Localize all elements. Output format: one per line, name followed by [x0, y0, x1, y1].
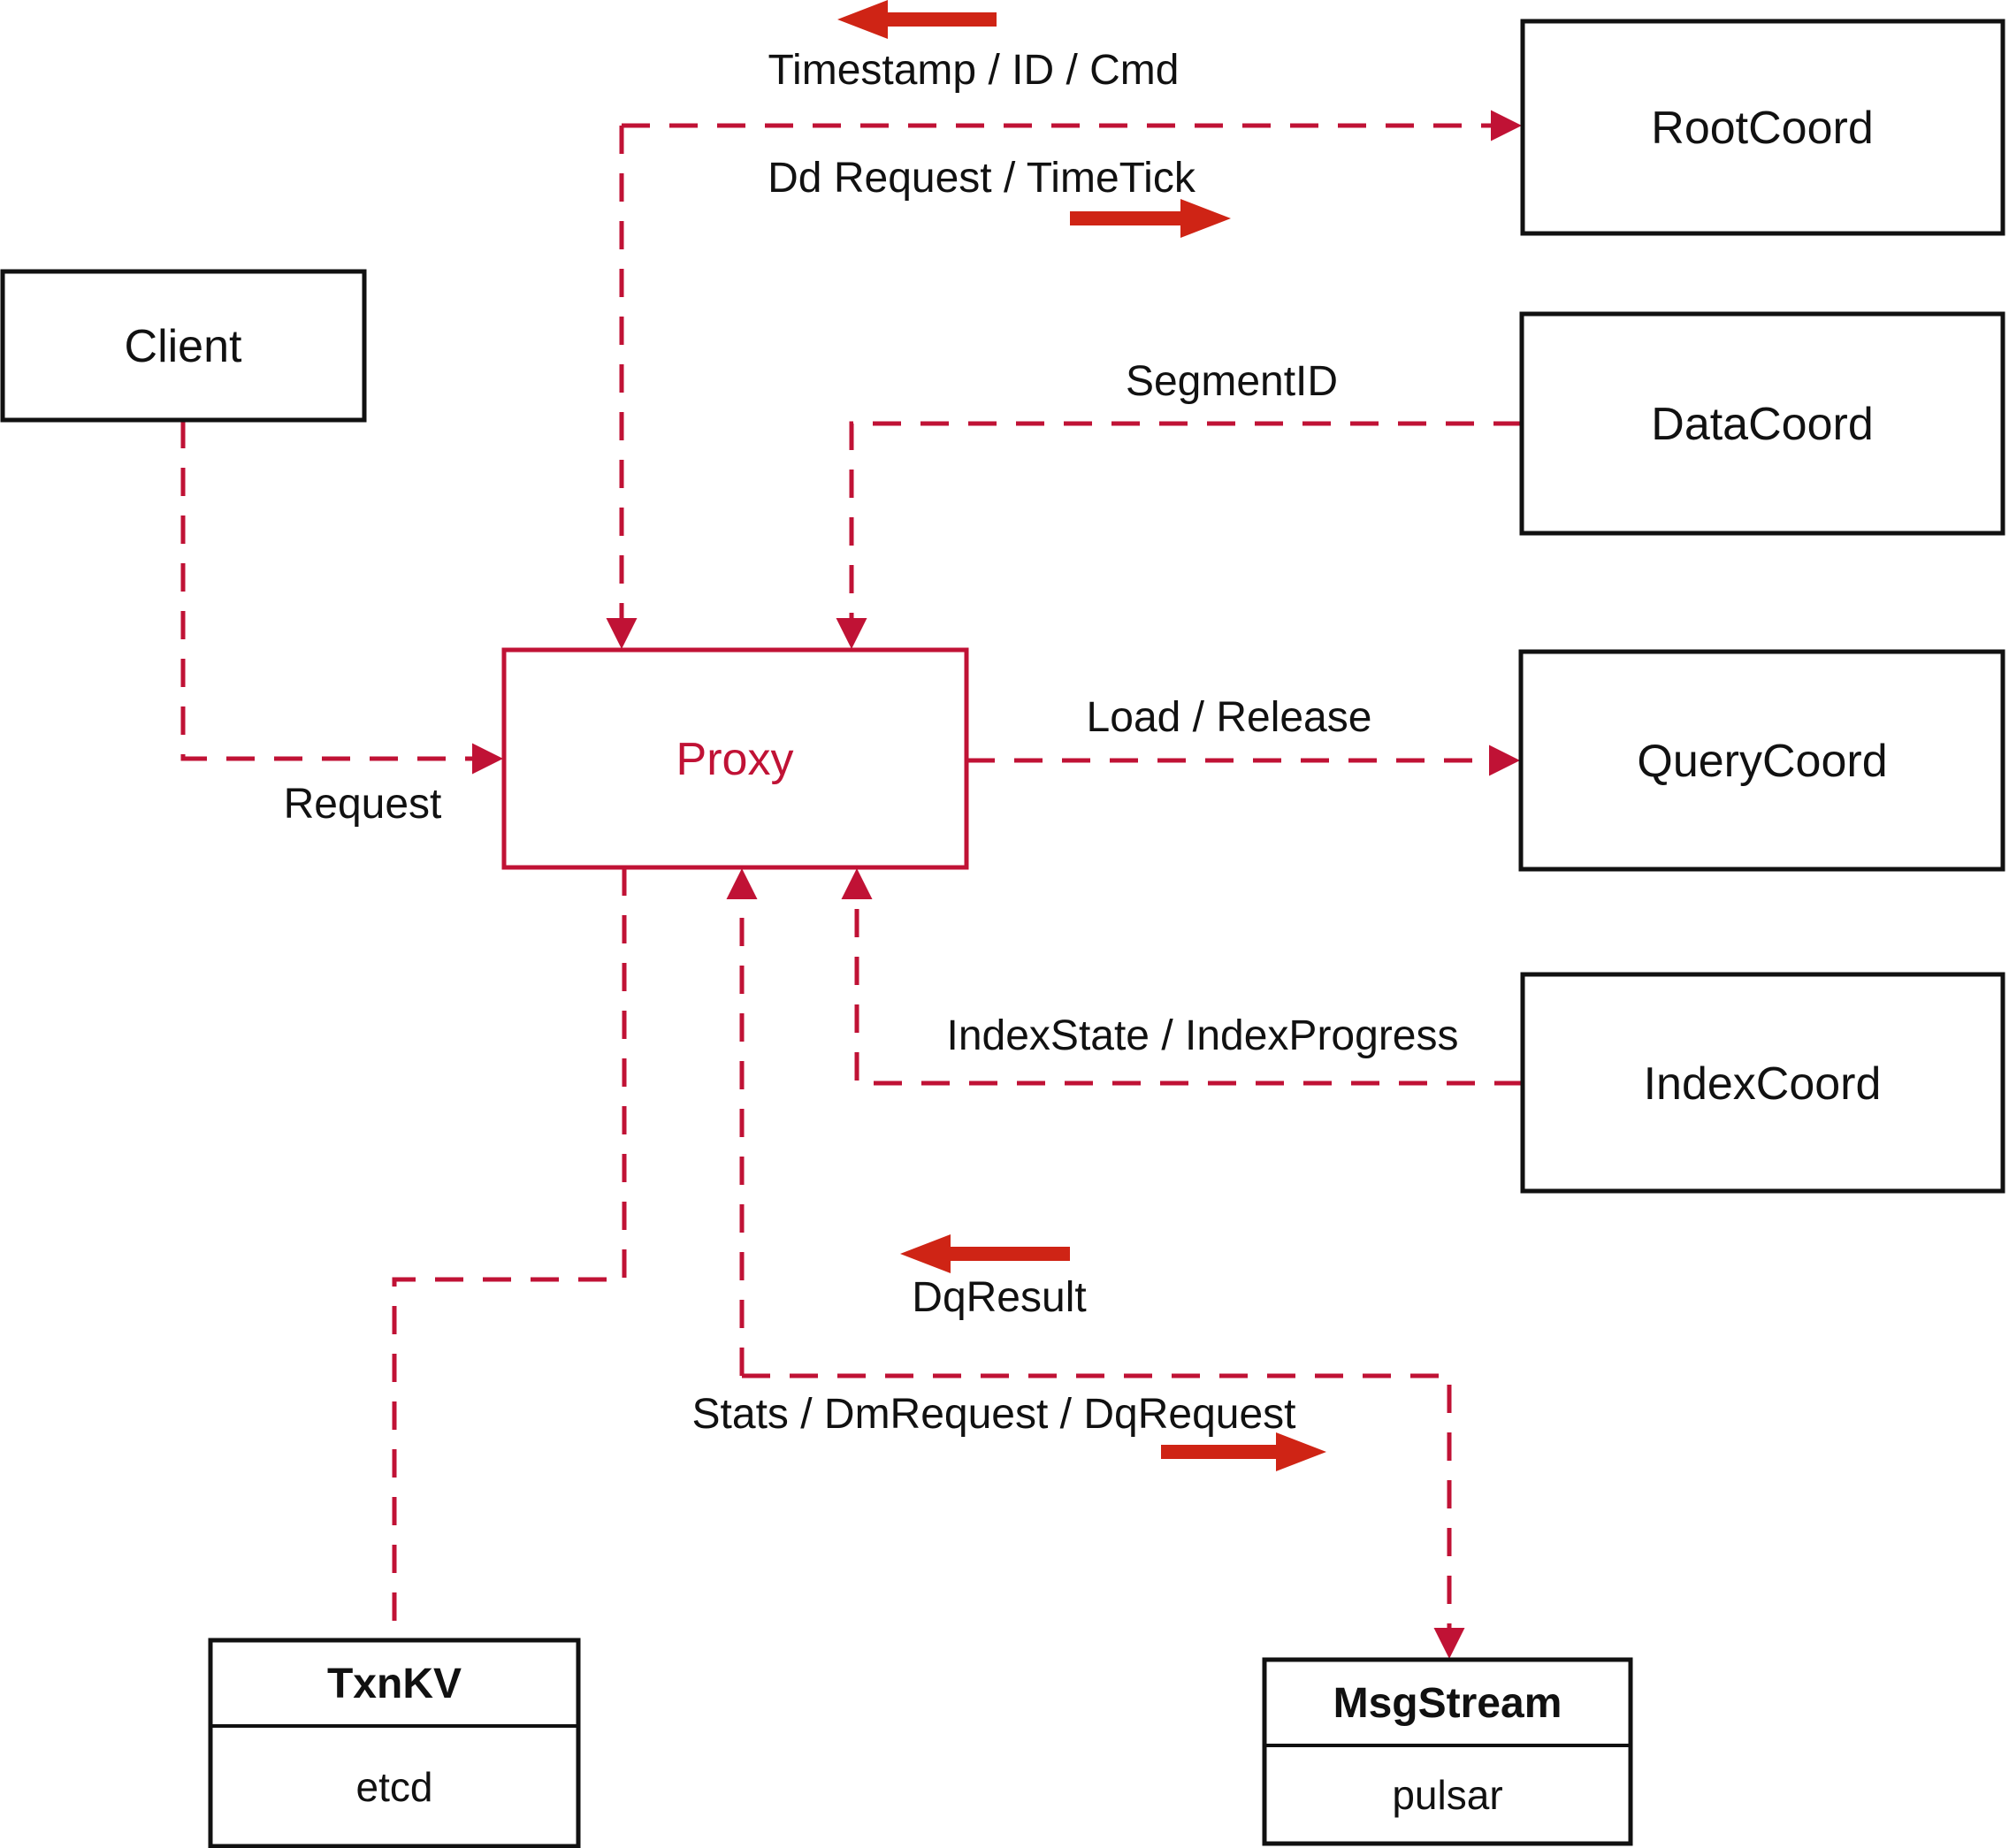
edge-labels: Timestamp / ID / Cmd Dd Request / TimeTi…	[284, 47, 1459, 1438]
querycoord-node-box	[1518, 649, 2005, 872]
node-msgstream: MsgStream pulsar	[1262, 1657, 1633, 1846]
proxy-node-label: Proxy	[676, 734, 794, 785]
node-client: Client	[0, 269, 367, 423]
txnkv-node-impl: etcd	[356, 1764, 433, 1810]
client-node-label: Client	[125, 321, 242, 372]
msgstream-node-title: MsgStream	[1333, 1680, 1562, 1727]
edge-label-load-release: Load / Release	[1087, 694, 1372, 741]
rootcoord-node-box	[1520, 19, 2005, 236]
node-txnkv: TxnKV etcd	[208, 1638, 581, 1848]
edge-label-stats: Stats / DmRequest / DqRequest	[692, 1391, 1296, 1438]
arrow-left-timestamp-icon	[837, 0, 997, 39]
txnkv-node-title: TxnKV	[327, 1661, 462, 1707]
edge-datacoord-to-proxy	[836, 421, 1522, 649]
datacoord-node-box	[1519, 311, 2005, 536]
node-proxy: Proxy	[501, 647, 969, 870]
edge-label-index-state: IndexState / IndexProgress	[947, 1012, 1459, 1059]
rootcoord-node-label: RootCoord	[1651, 103, 1873, 154]
node-querycoord: QueryCoord	[1518, 649, 2005, 872]
node-indexcoord: IndexCoord	[1520, 972, 2005, 1194]
msgstream-node-impl: pulsar	[1392, 1772, 1502, 1818]
proxy-node-box	[501, 647, 969, 870]
edge-proxy-to-txnkv	[392, 867, 627, 1638]
querycoord-node-label: QueryCoord	[1637, 736, 1887, 787]
datacoord-node-label: DataCoord	[1651, 399, 1873, 450]
edge-client-to-proxy	[180, 420, 503, 775]
edge-label-request: Request	[284, 781, 442, 828]
msgstream-node-box	[1262, 1657, 1633, 1846]
edge-label-segment-id: SegmentID	[1126, 358, 1338, 405]
node-datacoord: DataCoord	[1519, 311, 2005, 536]
node-rootcoord: RootCoord	[1520, 19, 2005, 236]
connectors	[180, 110, 1523, 1659]
arrow-right-stats-icon	[1161, 1432, 1326, 1471]
arrow-right-ddrequest-icon	[1070, 199, 1231, 238]
indexcoord-node-box	[1520, 972, 2005, 1194]
edge-label-timestamp: Timestamp / ID / Cmd	[768, 47, 1180, 94]
direction-arrows	[837, 0, 1326, 1471]
txnkv-node-box	[208, 1638, 581, 1848]
edge-label-dq-result: DqResult	[912, 1274, 1086, 1321]
indexcoord-node-label: IndexCoord	[1644, 1058, 1882, 1110]
arrow-left-dqresult-icon	[900, 1234, 1070, 1273]
client-node-box	[0, 269, 367, 423]
edge-label-dd-request: Dd Request / TimeTick	[768, 155, 1196, 202]
